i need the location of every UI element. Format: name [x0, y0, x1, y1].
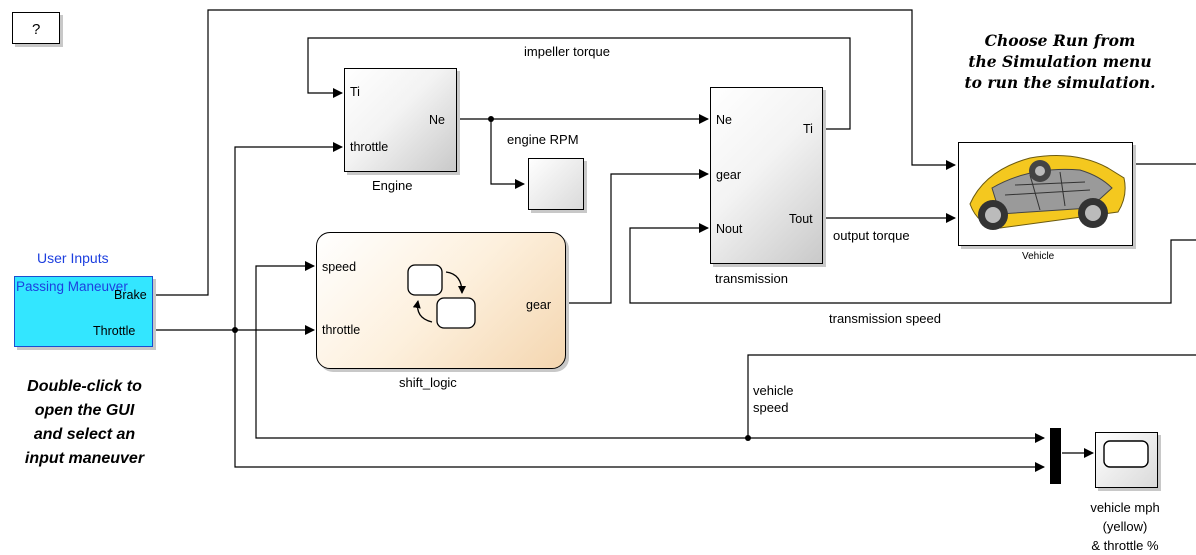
- port-in-nout: Nout: [716, 222, 743, 236]
- engine-rpm-scope[interactable]: [528, 158, 584, 210]
- port-out-tout: Tout: [789, 212, 813, 226]
- port-in-throttle: throttle: [350, 140, 389, 154]
- help-label: ?: [32, 21, 41, 38]
- run-note-line: Choose Run from: [984, 31, 1136, 50]
- signal-vehicle-speed: [747, 354, 1196, 443]
- transmission-name: transmission: [715, 271, 788, 286]
- vehicle-speed-label-2: speed: [753, 400, 789, 415]
- signal-brake: [153, 9, 956, 296]
- signal-vehicle-speed-shift: [255, 261, 748, 439]
- signal-throttle-engine: [234, 142, 343, 330]
- signal-throttle-mux: [234, 330, 1045, 472]
- port-out-throttle: Throttle: [93, 324, 136, 338]
- vehicle-mph-name: vehicle mph (yellow) & throttle %: [1055, 498, 1195, 555]
- branch-point: [232, 327, 238, 333]
- vehicle-speed-label-1: vehicle: [753, 383, 794, 398]
- run-note-line: the Simulation menu: [968, 52, 1152, 71]
- scope-name-line: vehicle mph: [1090, 500, 1160, 515]
- engine-rpm-name: engine RPM: [507, 132, 579, 147]
- gui-note-line: open the GUI: [34, 402, 135, 419]
- signal-transmission-speed-loop: [629, 223, 1196, 304]
- gui-note-line: and select an: [33, 426, 136, 443]
- user-inputs-subtitle: Passing Maneuver: [16, 279, 128, 294]
- user-inputs-title: User Inputs: [37, 250, 109, 266]
- shift-logic-name: shift_logic: [399, 375, 457, 390]
- vehicle-car-icon: [964, 148, 1128, 240]
- gui-note-line: Double-click to: [27, 378, 142, 395]
- signal-impeller-torque: [307, 37, 851, 130]
- gui-instructions: Double-click to open the GUI and select …: [2, 375, 167, 471]
- signal-gear: [566, 169, 709, 304]
- mux-block: [1050, 428, 1061, 484]
- scope-name-line: (yellow): [1102, 519, 1148, 534]
- transmission-speed-label: transmission speed: [829, 311, 941, 326]
- scope-name-line: & throttle %: [1091, 538, 1159, 553]
- impeller-torque-label: impeller torque: [524, 44, 610, 59]
- engine-block[interactable]: Ti throttle Ne: [344, 68, 457, 172]
- port-in-gear: gear: [716, 168, 742, 182]
- output-torque-label: output torque: [833, 228, 910, 243]
- vehicle-name: Vehicle: [1022, 251, 1055, 262]
- port-in-ti: Ti: [350, 85, 360, 99]
- run-instructions: Choose Run from the Simulation menu to r…: [930, 30, 1190, 93]
- transmission-block[interactable]: Ne gear Nout Ti Tout: [710, 87, 823, 264]
- port-in-throttle: throttle: [322, 323, 361, 337]
- vehicle-block[interactable]: [958, 142, 1133, 246]
- signal-engine-rpm-scope: [490, 119, 525, 189]
- run-note-line: to run the simulation.: [964, 73, 1156, 92]
- port-out-brake: Brake: [114, 288, 147, 302]
- port-in-ne: Ne: [716, 113, 732, 127]
- port-out-ti: Ti: [803, 122, 813, 136]
- help-button[interactable]: ?: [12, 12, 60, 44]
- port-in-speed: speed: [322, 260, 357, 274]
- gui-note-line: input maneuver: [24, 450, 145, 467]
- engine-name: Engine: [372, 178, 413, 193]
- branch-point: [745, 435, 751, 441]
- user-inputs-block[interactable]: Passing Maneuver Brake Throttle: [14, 276, 153, 347]
- branch-point: [488, 116, 494, 122]
- port-out-gear: gear: [526, 298, 552, 312]
- port-out-ne: Ne: [429, 113, 445, 127]
